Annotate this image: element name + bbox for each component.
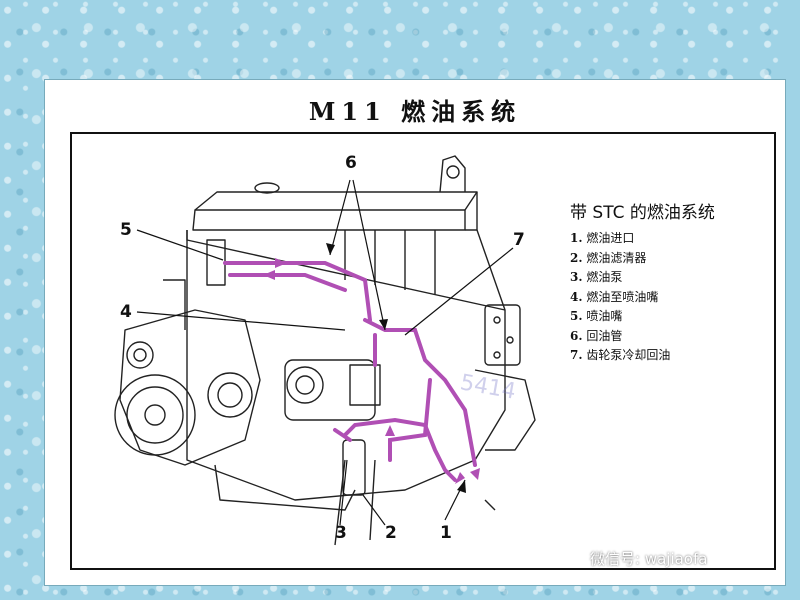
oil-pan <box>214 464 356 511</box>
engine-diagram <box>114 155 536 546</box>
callout-1: 1 <box>440 523 452 543</box>
fuel-filter <box>342 439 366 496</box>
page-title: M11 燃油系统 <box>308 97 522 126</box>
legend-item-5: 5. 喷油嘴 <box>570 309 623 323</box>
legend-title: 带 STC 的燃油系统 <box>570 203 715 223</box>
lifting-eye <box>439 155 466 193</box>
engine-block <box>186 229 506 501</box>
legend-item-4: 4. 燃油至喷油嘴 <box>570 289 659 304</box>
oil-cap <box>254 182 280 194</box>
valve-cover <box>192 209 466 231</box>
fan-pulley <box>126 341 154 369</box>
legend: 带 STC 的燃油系统 1. 燃油进口 2. 燃油滤清器 3. 燃油泵 4. 燃… <box>570 198 715 366</box>
legend-item-7: 7. 齿轮泵冷却回油 <box>570 348 671 362</box>
fuel-pump <box>284 359 376 421</box>
legend-item-2: 2. 燃油滤清器 <box>570 250 647 265</box>
leader-lines <box>136 179 514 526</box>
legend-item-6: 6. 回油管 <box>570 328 623 343</box>
flow-arrows <box>263 258 480 484</box>
idler-pulley <box>207 372 253 418</box>
callout-3: 3 <box>335 523 347 543</box>
diagram-frame <box>70 132 776 570</box>
callout-5: 5 <box>120 220 132 240</box>
callout-7: 7 <box>513 230 525 250</box>
fuel-to-injector <box>388 378 432 462</box>
crank-pulley <box>114 374 196 456</box>
return-line <box>223 261 372 322</box>
legend-item-1: 1. 燃油进口 <box>570 231 635 245</box>
callout-4: 4 <box>120 302 132 322</box>
wechat-watermark: 微信号: wajiaofa <box>590 550 708 568</box>
ecm-plate <box>484 304 521 366</box>
callout-2: 2 <box>385 523 397 543</box>
slide-panel: M11 燃油系统 <box>45 80 785 585</box>
legend-item-3: 3. 燃油泵 <box>570 270 623 284</box>
inlet-line <box>343 417 457 482</box>
callout-6: 6 <box>345 153 357 173</box>
